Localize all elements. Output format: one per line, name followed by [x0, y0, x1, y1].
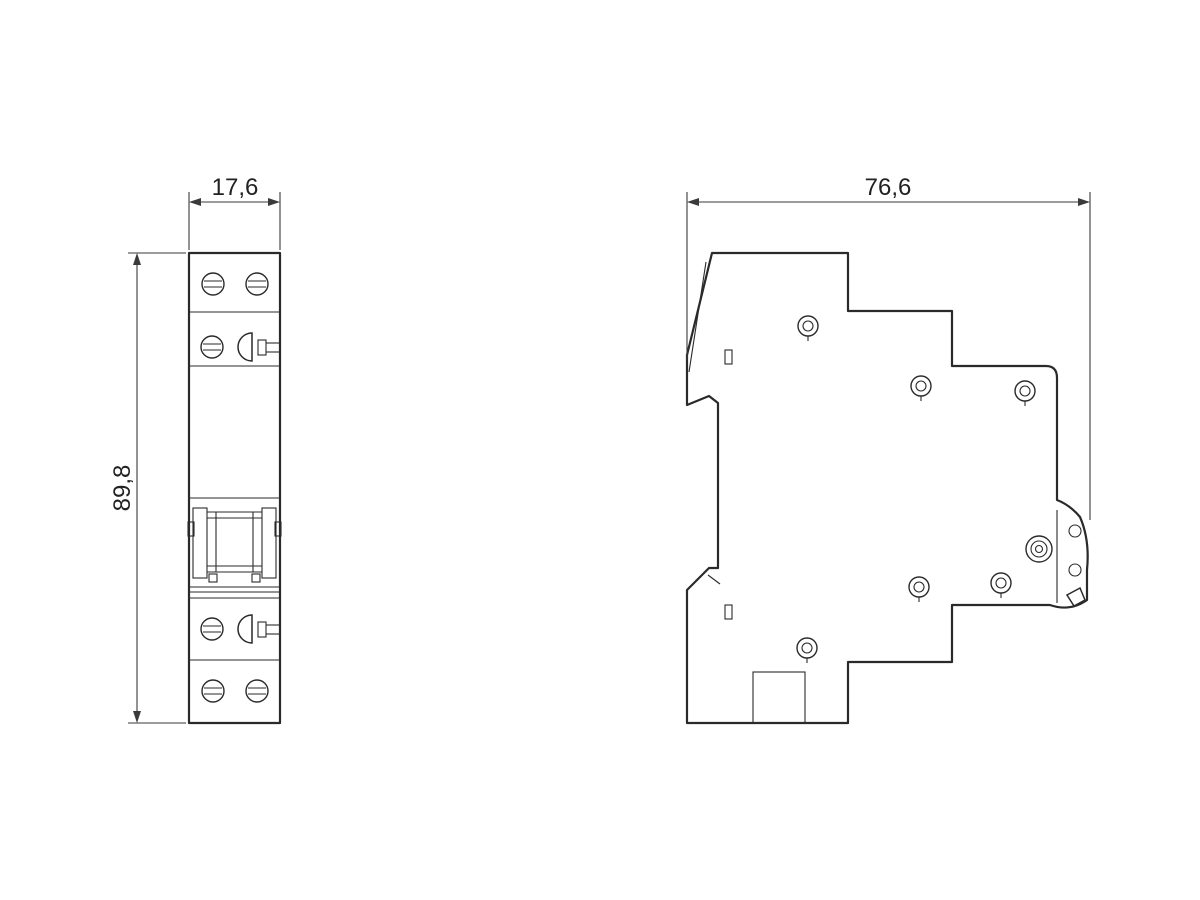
side-rivet-top: [797, 315, 819, 341]
side-depth-dimension: 76,6: [686, 174, 1091, 520]
front-view: [187, 251, 282, 725]
side-lower-slot: [724, 604, 733, 620]
side-rivet-bottom: [796, 637, 818, 663]
side-upper-slot: [724, 349, 733, 365]
front-bottom-screw-right: [245, 679, 269, 703]
front-width-dimension: 17,6: [188, 174, 281, 250]
height-dimension: 89,8: [109, 252, 186, 724]
front-top-screw-right: [245, 272, 269, 296]
side-rail-edge-bottom: [707, 574, 721, 585]
side-toggle-pivot: [1025, 510, 1086, 607]
side-rail-edge-top: [688, 261, 707, 373]
front-top-screw-left: [201, 272, 225, 296]
side-view-outline: [685, 251, 1089, 725]
front-lower-indicator: [237, 614, 279, 644]
front-upper-screw: [200, 335, 224, 359]
side-rivet-lower-right: [990, 572, 1012, 598]
front-view-outline: [187, 251, 282, 725]
front-lower-screw: [200, 617, 224, 641]
side-label-window: [752, 671, 806, 724]
front-upper-indicator: [237, 332, 279, 362]
front-toggle-mechanism: [187, 507, 282, 593]
front-bottom-screw-left: [201, 679, 225, 703]
side-rivet-lower-middle: [908, 576, 930, 602]
side-rivet-upper-middle: [910, 375, 932, 401]
side-rivet-upper-right: [1014, 380, 1036, 406]
side-depth-label: 76,6: [865, 174, 912, 201]
height-label: 89,8: [109, 465, 136, 512]
front-width-label: 17,6: [212, 174, 259, 201]
side-view: [685, 251, 1089, 725]
